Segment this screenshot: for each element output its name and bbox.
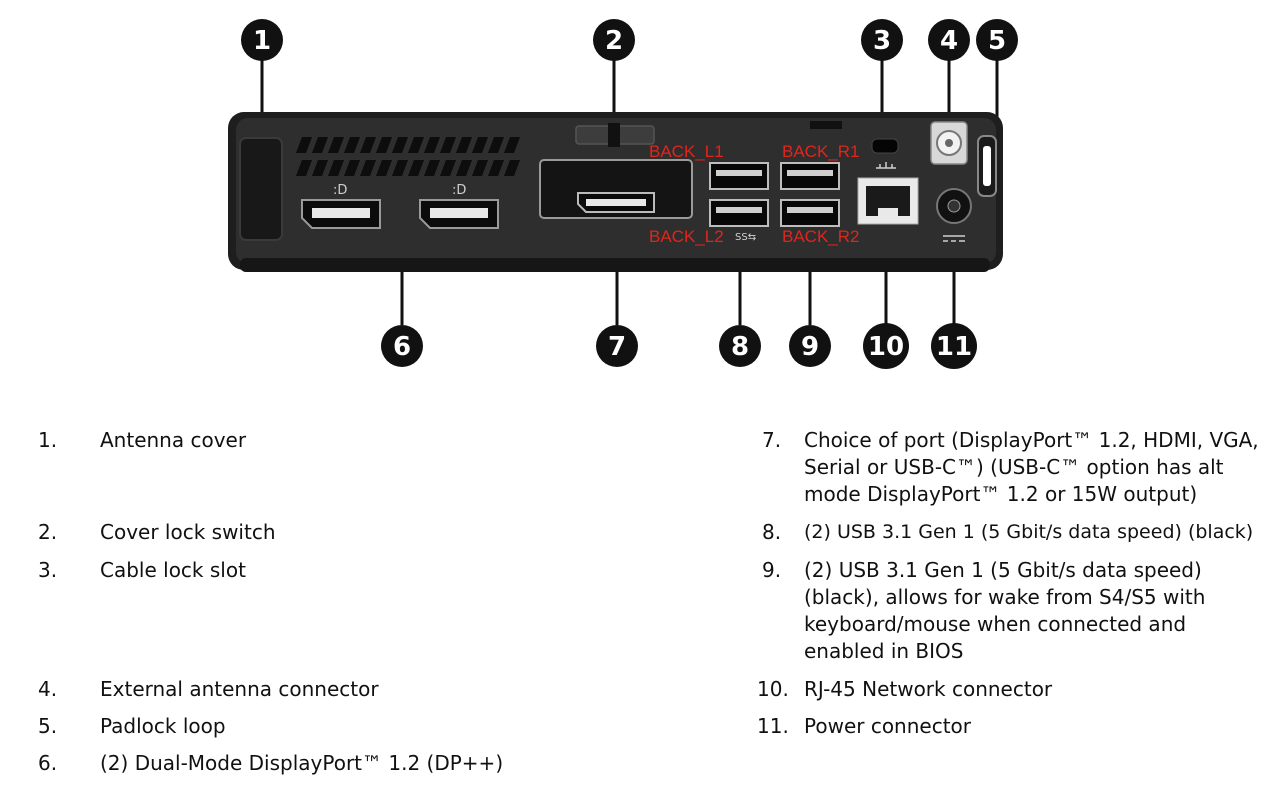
legend-number: 5. [38,714,58,738]
callout-2: 2 [593,19,635,61]
usb-port-back-r2 [780,199,840,227]
svg-text:11: 11 [936,332,972,362]
usb-port-back-l2 [709,199,769,227]
legend-number: 7. [762,428,782,452]
usb-ss-icon: SS⇆ [735,232,756,243]
callout-5: 5 [976,19,1018,61]
legend-number: 3. [38,558,58,582]
callout-7: 7 [596,325,638,367]
dc-power-icon [943,235,965,242]
svg-text:10: 10 [868,332,904,362]
legend-text: (2) USB 3.1 Gen 1 (5 Gbit/s data speed) … [804,521,1254,543]
svg-text:1: 1 [253,26,271,56]
legend-number: 10. [757,677,789,701]
svg-text:4: 4 [940,26,958,56]
callout-3: 3 [861,19,903,61]
callout-4: 4 [928,19,970,61]
svg-text:2: 2 [605,26,623,56]
padlock-loop [977,135,997,197]
displayport-port-1 [301,199,381,229]
legend-number: 9. [762,558,782,582]
svg-text:SS⇆: SS⇆ [735,232,756,243]
label-back-l1: BACK_L1 [649,142,724,161]
legend-text: Padlock loop [100,714,226,738]
rj45-port [857,177,919,225]
vent-grille [296,137,520,176]
svg-text:9: 9 [801,332,819,362]
legend-number: 4. [38,677,58,701]
label-back-r2: BACK_R2 [782,227,859,246]
power-connector [936,188,972,224]
legend-text: (2) USB 3.1 Gen 1 (5 Gbit/s data speed) … [804,558,1206,663]
legend-number: 6. [38,751,58,775]
legend-text: External antenna connector [100,677,379,701]
network-icon [876,162,896,169]
svg-text:6: 6 [393,332,411,362]
legend-number: 11. [757,714,789,738]
legend-text: (2) Dual-Mode DisplayPort™ 1.2 (DP++) [100,751,504,775]
svg-text:5: 5 [988,26,1006,56]
legend-text: Cover lock switch [100,520,276,544]
callout-11: 11 [931,323,977,369]
legend-number: 1. [38,428,58,452]
legend-text: Power connector [804,714,972,738]
svg-text::D: :D [452,183,466,198]
legend-text: Antenna cover [100,428,247,452]
antenna-cover [239,137,283,241]
rear-panel-diagram: :D :D SS⇆ [228,19,1018,369]
callout-1: 1 [241,19,283,61]
callout-10: 10 [863,323,909,369]
svg-text:7: 7 [608,332,626,362]
label-back-l2: BACK_L2 [649,227,724,246]
usb-port-back-l1 [709,162,769,190]
label-back-r1: BACK_R1 [782,142,859,161]
legend-number: 2. [38,520,58,544]
usb-port-back-r1 [780,162,840,190]
legend-text: Choice of port (DisplayPort™ 1.2, HDMI, … [804,428,1259,506]
legend-text: Cable lock slot [100,558,246,582]
callout-8: 8 [719,325,761,367]
displayport-icon: :D [333,183,347,198]
callout-6: 6 [381,325,423,367]
displayport-port-2 [419,199,499,229]
legend-text: RJ-45 Network connector [804,677,1053,701]
antenna-connector [930,121,968,165]
svg-text:3: 3 [873,26,891,56]
option-port-bay [539,159,693,219]
displayport-icon: :D [452,183,466,198]
callout-9: 9 [789,325,831,367]
cable-lock-slot [871,138,899,154]
svg-text:8: 8 [731,332,749,362]
svg-text::D: :D [333,183,347,198]
legend-number: 8. [762,520,782,544]
